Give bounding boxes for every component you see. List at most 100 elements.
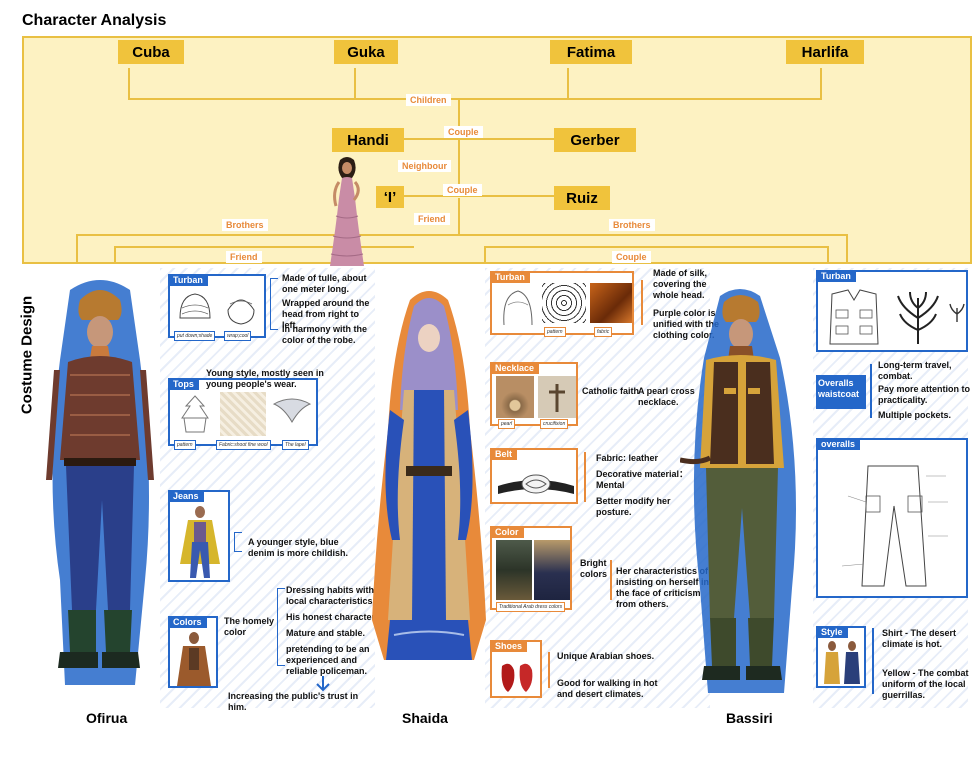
shaida-shoes-note-2: Good for walking in hot and desert clima… [557,678,658,699]
node-harlifa: Harlifa [786,40,864,64]
caption: Traditional Arab dress colors [496,602,566,612]
bracket [548,652,550,688]
wool-fabric-image [220,392,266,436]
relation-friend: Friend [414,213,450,225]
leaf-motif-image [949,303,965,322]
tree-line [846,234,848,264]
pearl-image [496,376,534,418]
bracket [641,280,643,325]
shaida-turban-note-2: Purple color is unified with the clothin… [653,308,719,340]
family-tree: Cuba Guka Fatima Harlifa Handi Gerber ‘I… [22,36,972,266]
relation-couple: Couple [612,251,651,263]
ofirua-colors-note-1: Dressing habits with local characteristi… [286,585,376,606]
bassiri-style-card: Style [816,626,866,688]
tree-line [76,234,78,264]
relation-brothers: Brothers [222,219,268,231]
bracket [234,532,242,552]
bassiri-overalls-waistcoat-label: Overalls waistcoat [816,375,866,409]
bracket [610,560,612,600]
ofirua-tops-tag: Tops [168,378,199,390]
tree-line [404,138,554,140]
tree-line [76,234,848,236]
arrow-down-icon [316,676,330,692]
bassiri-overalls-card: overalls [816,438,968,598]
bassiri-turban-card: Turban [816,270,968,352]
caption: put down;shade [174,331,216,341]
ofirua-colors-footer: Increasing the public's trust in him. [228,691,359,712]
lapel-image [272,398,312,424]
shaida-belt-card: Belt [490,448,578,504]
ofirua-tops-note: Young style, mostly seen in young people… [206,368,324,389]
woman-figure-illustration [330,157,364,266]
shaida-shoes-card: Shoes [490,640,542,698]
bracket [270,278,278,330]
shaida-color-tag: Color [490,526,524,538]
shaida-necklace-tag: Necklace [490,362,540,374]
ofirua-turban-note-2: Wrapped around the head from right to le… [282,298,370,330]
colors-reference-image [177,632,211,686]
ofirua-colors-card: Colors [168,616,218,688]
shaida-turban-tag: Turban [490,271,530,283]
character-name-bassiri: Bassiri [726,710,773,726]
caption: pattern [544,327,566,337]
tree-line [458,98,460,128]
bassiri-style-note-1: Shirt - The desert climate is hot. [882,628,957,649]
color-reference-image [496,540,532,600]
color-reference-image [534,540,570,600]
crucifix-image [538,376,576,418]
turban-sketch-image [179,293,211,319]
shaida-necklace-card: Necklace pearl crucifixion [490,362,578,429]
caption: pearl [498,419,516,429]
ofirua-turban-card: Turban put down;shade wrap;cool [168,274,266,341]
style-reference-image [824,641,860,684]
relation-children: Children [406,94,451,106]
overalls-sketch-image [841,465,948,587]
tree-line [484,246,486,264]
node-ruiz: Ruiz [554,186,610,210]
bracket [584,452,586,502]
bassiri-style-tag: Style [816,626,848,638]
node-handi: Handi [332,128,404,152]
relation-friend: Friend [226,251,262,263]
tree-line [567,68,569,100]
relation-couple: Couple [444,126,483,138]
tree-line [354,68,356,100]
tree-line [458,140,460,196]
relation-couple: Couple [443,184,482,196]
caption: wrap;cool [224,331,252,341]
node-i: ‘I’ [376,186,404,208]
ofirua-colors-label: The homely color [224,616,275,637]
side-title: Costume Design [14,280,40,430]
ofirua-turban-note-1: Made of tulle, about one meter long. [282,273,367,294]
shaida-belt-note-1: Fabric: leather [596,453,659,463]
waistcoat-sketch-image [829,289,879,345]
character-name-ofirua: Ofirua [86,710,128,726]
ofirua-jeans-note: A younger style, blue denim is more chil… [248,537,349,558]
caption: Fabric:shoot fine wool [216,440,271,450]
tree-line [128,98,822,100]
tree-line [400,195,554,197]
shaida-shoes-note-1: Unique Arabian shoes. [557,651,655,661]
shoes-image [501,663,533,692]
character-name-shaida: Shaida [402,710,448,726]
shaida-belt-note-2: Decorative material：Mental [596,469,689,490]
shaida-figure-illustration [372,291,486,660]
ofirua-jeans-tag: Jeans [168,490,204,502]
shaida-shoes-tag: Shoes [490,640,528,652]
pattern-image [181,395,209,433]
node-fatima: Fatima [550,40,632,64]
jeans-reference-image [180,506,220,578]
tree-line [484,246,829,248]
caption: fabric [594,327,613,337]
fabric-image [590,283,632,323]
turban-sketch-image [227,299,255,325]
tree-line [114,246,414,248]
caption: The lapel [282,440,309,450]
shaida-turban-card: Turban pattern fabric [490,271,634,337]
node-gerber: Gerber [554,128,636,152]
bassiri-waistcoat-note-1: Long-term travel, combat. [878,360,952,381]
side-title-text: Costume Design [18,295,36,415]
bassiri-waistcoat-note-2: Pay more attention to practicality. [878,384,971,405]
bassiri-figure-illustration [680,289,796,693]
relation-neighbour: Neighbour [398,160,451,172]
